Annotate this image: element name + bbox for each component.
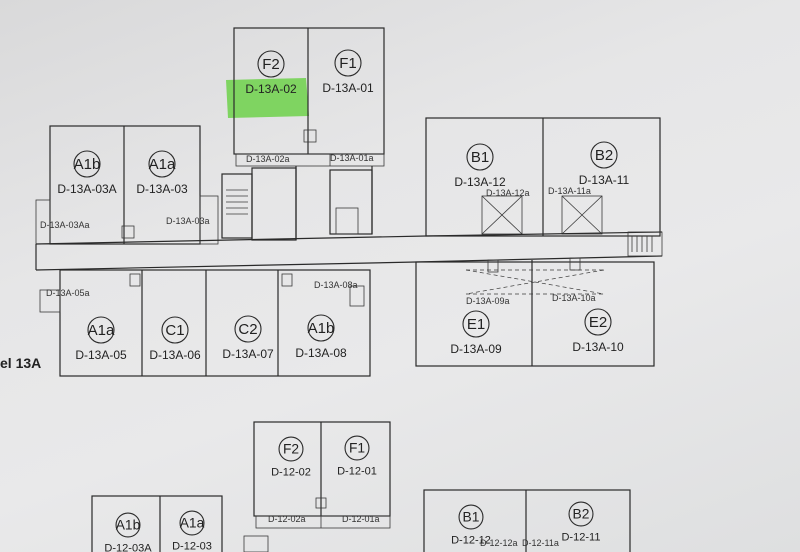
unit-code-label-12-5: D-12-11 (561, 532, 600, 544)
unit-circle-12-1 (344, 435, 370, 461)
unit-highlight (226, 78, 309, 118)
unit-circle-13A-10 (462, 310, 490, 338)
balcony-label-12-2: D-12-12a (480, 538, 518, 548)
unit-type-label-12-1: F1 (349, 441, 365, 456)
unit-circle-13A-9 (307, 314, 335, 342)
unit-type-label-13A-2: A1b (74, 156, 101, 173)
block-f-level-12 (243, 421, 391, 552)
unit-code-label-13A-9: D-13A-08 (295, 346, 347, 360)
block-a-level-13A (35, 125, 219, 245)
level-label: el 13A (0, 355, 41, 371)
unit-circle-13A-4 (466, 143, 494, 171)
unit-type-label-13A-3: A1a (149, 156, 176, 173)
block-b-level-13A (425, 117, 661, 237)
balcony-label-13A-9: D-13A-10a (552, 293, 596, 303)
unit-code-label-12-1: D-12-01 (337, 466, 377, 478)
unit-circle-12-2 (115, 512, 141, 538)
unit-code-label-13A-8: D-13A-07 (222, 347, 274, 361)
unit-type-label-12-5: B2 (573, 507, 590, 522)
balcony-label-12-1: D-12-01a (342, 514, 380, 524)
balcony-label-13A-1: D-13A-01a (330, 153, 374, 163)
unit-type-label-13A-8: C2 (238, 321, 257, 338)
unit-code-label-13A-1: D-13A-01 (322, 81, 374, 95)
unit-code-label-13A-3: D-13A-03 (136, 182, 188, 196)
block-e-level-13A (415, 257, 655, 367)
unit-circle-13A-0 (257, 50, 285, 78)
unit-code-label-13A-2: D-13A-03A (57, 182, 116, 196)
block-c-level-13A (39, 269, 371, 377)
balcony-label-13A-0: D-13A-02a (246, 154, 290, 164)
block-b-level-12 (423, 489, 631, 552)
balcony-label-13A-2: D-13A-03Aa (40, 220, 90, 230)
unit-circle-13A-2 (73, 150, 101, 178)
unit-circle-13A-6 (87, 316, 115, 344)
unit-code-label-13A-4: D-13A-12 (454, 175, 506, 189)
unit-code-label-13A-11: D-13A-10 (572, 340, 624, 354)
block-f-level-13A (221, 27, 385, 241)
unit-code-label-12-0: D-12-02 (271, 467, 311, 479)
unit-code-label-12-3: D-12-03 (172, 541, 212, 552)
block-a-level-12 (91, 495, 223, 552)
unit-circle-13A-11 (584, 308, 612, 336)
unit-type-label-12-3: A1a (180, 516, 205, 531)
unit-type-label-13A-7: C1 (165, 322, 184, 339)
unit-type-label-13A-10: E1 (467, 316, 485, 333)
balcony-label-13A-6: D-13A-05a (46, 288, 90, 298)
unit-code-label-13A-7: D-13A-06 (149, 348, 201, 362)
unit-circle-13A-3 (148, 150, 176, 178)
unit-code-label-13A-6: D-13A-05 (75, 348, 127, 362)
unit-type-label-12-2: A1b (116, 518, 141, 533)
balcony-label-13A-5: D-13A-11a (548, 186, 591, 196)
unit-code-label-13A-10: D-13A-09 (450, 342, 502, 356)
unit-type-label-13A-4: B1 (471, 149, 489, 166)
balcony-label-13A-7: D-13A-08a (314, 280, 358, 290)
unit-circle-12-5 (568, 501, 594, 527)
unit-type-label-13A-0: F2 (262, 56, 280, 73)
unit-type-label-12-4: B1 (463, 510, 480, 525)
corridor-level-13A (35, 231, 663, 271)
unit-type-label-13A-5: B2 (595, 147, 613, 164)
unit-type-label-13A-11: E2 (589, 314, 607, 331)
balcony-label-12-3: D-12-11a (522, 538, 559, 548)
unit-code-label-12-2: D-12-03A (104, 543, 152, 552)
unit-circle-13A-1 (334, 49, 362, 77)
unit-circle-12-0 (278, 436, 304, 462)
unit-circle-13A-8 (234, 315, 262, 343)
unit-code-label-13A-0: D-13A-02 (245, 82, 297, 96)
unit-type-label-13A-1: F1 (339, 55, 357, 72)
balcony-label-13A-8: D-13A-09a (466, 296, 510, 306)
balcony-label-12-0: D-12-02a (268, 514, 306, 524)
balcony-label-13A-3: D-13A-03a (166, 216, 210, 226)
unit-circle-12-3 (179, 510, 205, 536)
unit-type-label-12-0: F2 (283, 442, 299, 457)
unit-type-label-13A-9: A1b (308, 320, 335, 337)
unit-type-label-13A-6: A1a (88, 322, 115, 339)
unit-code-label-12-4: D-12-12 (451, 535, 491, 547)
unit-circle-13A-7 (161, 316, 189, 344)
unit-circle-12-4 (458, 504, 484, 530)
unit-circle-13A-5 (590, 141, 618, 169)
unit-code-label-13A-5: D-13A-11 (579, 173, 630, 187)
balcony-label-13A-4: D-13A-12a (486, 188, 530, 198)
